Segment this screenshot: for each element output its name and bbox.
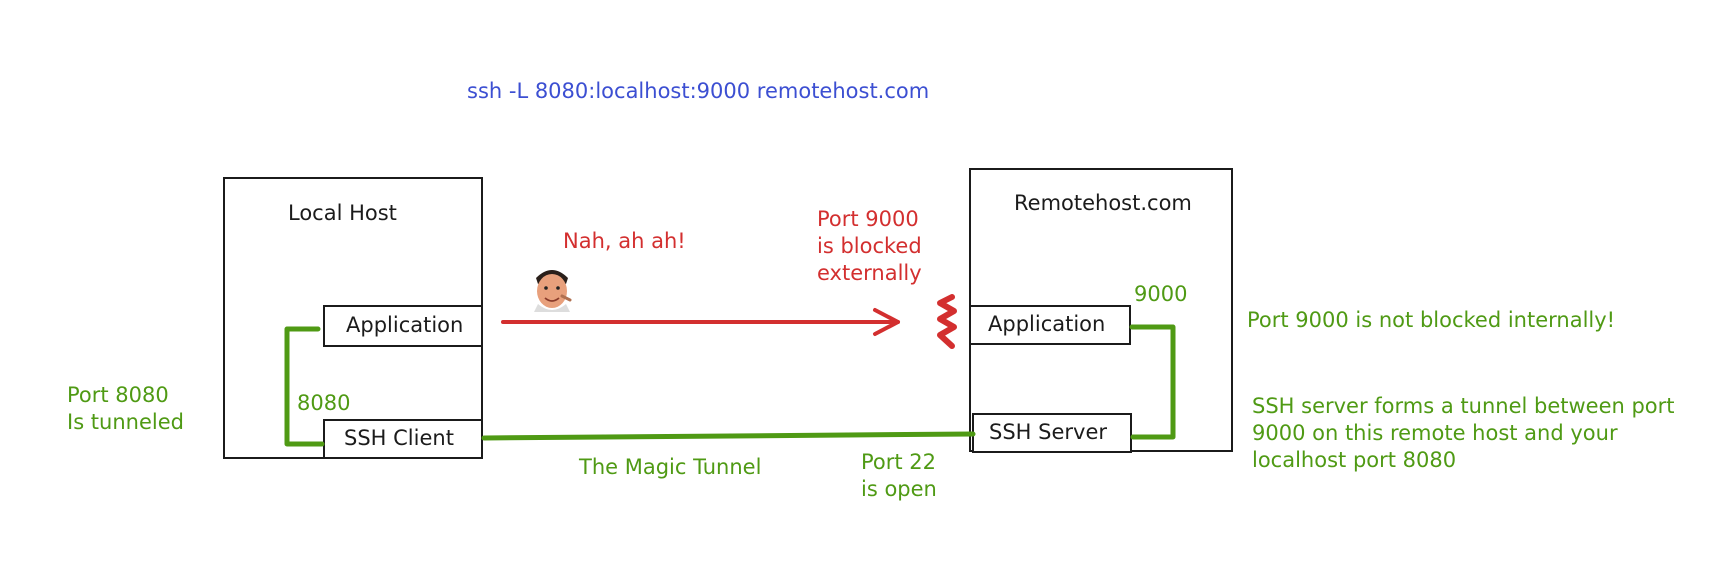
ssh-server-explanation: SSH server forms a tunnel between port 9… <box>1252 394 1675 472</box>
remote-host-title: Remotehost.com <box>1014 191 1192 215</box>
ssh-client-box <box>323 419 483 459</box>
remote-application-box <box>969 305 1131 345</box>
blocked-squiggle <box>937 294 957 349</box>
port-9000-internal-annotation: Port 9000 is not blocked internally! <box>1247 308 1616 332</box>
ssh-server-box <box>972 413 1132 453</box>
local-application-box <box>323 305 483 347</box>
magic-tunnel-annotation: The Magic Tunnel <box>579 455 762 479</box>
port-8080-tunneled-annotation: Port 8080 Is tunneled <box>67 383 184 434</box>
ssh-client-label: SSH Client <box>344 426 454 450</box>
magic-tunnel-line <box>481 431 976 441</box>
remote-application-label: Application <box>988 312 1106 336</box>
port-22-open-annotation: Port 22 is open <box>861 450 937 501</box>
nah-annotation: Nah, ah ah! <box>563 229 686 253</box>
blocked-arrow-head <box>873 308 900 336</box>
local-tunnel-loop <box>284 326 325 447</box>
port-9000-blocked-annotation: Port 9000 is blocked externally <box>817 207 922 285</box>
remote-tunnel-loop <box>1129 324 1176 440</box>
local-application-label: Application <box>346 313 464 337</box>
face-avatar <box>528 270 576 314</box>
ssh-command: ssh -L 8080:localhost:9000 remotehost.co… <box>467 79 930 103</box>
local-port-label: 8080 <box>297 391 351 415</box>
ssh-server-label: SSH Server <box>989 420 1107 444</box>
local-host-title: Local Host <box>288 201 397 225</box>
remote-port-label: 9000 <box>1134 282 1188 306</box>
